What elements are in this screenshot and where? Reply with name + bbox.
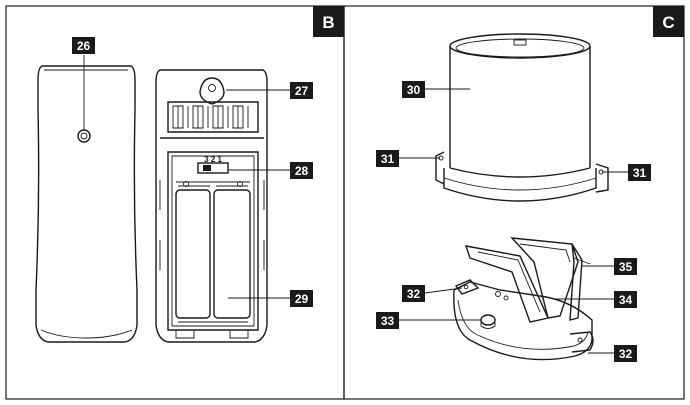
panel-b-letter: B [322,13,334,32]
sensor-back-view: 3 2 1 [155,69,268,343]
led-indicator [77,129,91,143]
magnet-post [480,314,496,326]
callout-32-right-number: 32 [619,347,633,361]
panel-c-tab: C [653,6,684,37]
callout-32-left-number: 32 [407,287,421,301]
channel-switch: 3 2 1 [197,155,229,174]
panel-b-tab: B [313,6,344,37]
callout-33: 33 [376,312,481,329]
callout-31-left-number: 31 [381,152,395,166]
panel-c-letter: C [662,13,674,32]
bucket-support-arm [510,237,579,319]
callout-33-number: 33 [381,314,395,328]
callout-34-number: 34 [619,293,633,307]
callout-28-number: 28 [295,164,309,178]
base-ear-left [454,279,480,295]
callout-32-left: 32 [402,285,463,302]
callout-26: 26 [72,37,95,130]
callout-29: 29 [228,290,313,307]
base-ear-right [569,331,594,353]
battery-compartment [167,151,259,331]
callout-31-left: 31 [376,150,440,167]
callout-35: 35 [582,258,637,275]
callout-28: 28 [228,162,313,179]
channel-switch-label: 3 2 1 [204,155,222,164]
callout-30: 30 [402,81,470,98]
battery-left [175,189,211,319]
panel-b-frame [5,5,345,400]
callout-27-number: 27 [295,84,309,98]
sensor-front-view [35,65,138,343]
rain-funnel-cover [435,33,609,202]
rain-gauge-base [453,237,594,361]
mounting-tab-right [595,163,609,193]
callout-26-number: 26 [77,39,91,53]
callout-29-number: 29 [295,292,309,306]
callout-27: 27 [226,82,313,99]
callout-31-right-number: 31 [633,166,647,180]
wall-hanging-hole [199,77,225,105]
battery-right [213,189,251,319]
callout-31-right: 31 [602,164,651,181]
callout-34: 34 [556,291,637,308]
mounting-tab-left [435,151,445,185]
callout-35-number: 35 [619,260,633,274]
callout-30-number: 30 [407,83,421,97]
tipping-bucket [464,245,549,323]
callout-32-right: 32 [588,345,637,362]
panel-c-frame [343,5,685,400]
